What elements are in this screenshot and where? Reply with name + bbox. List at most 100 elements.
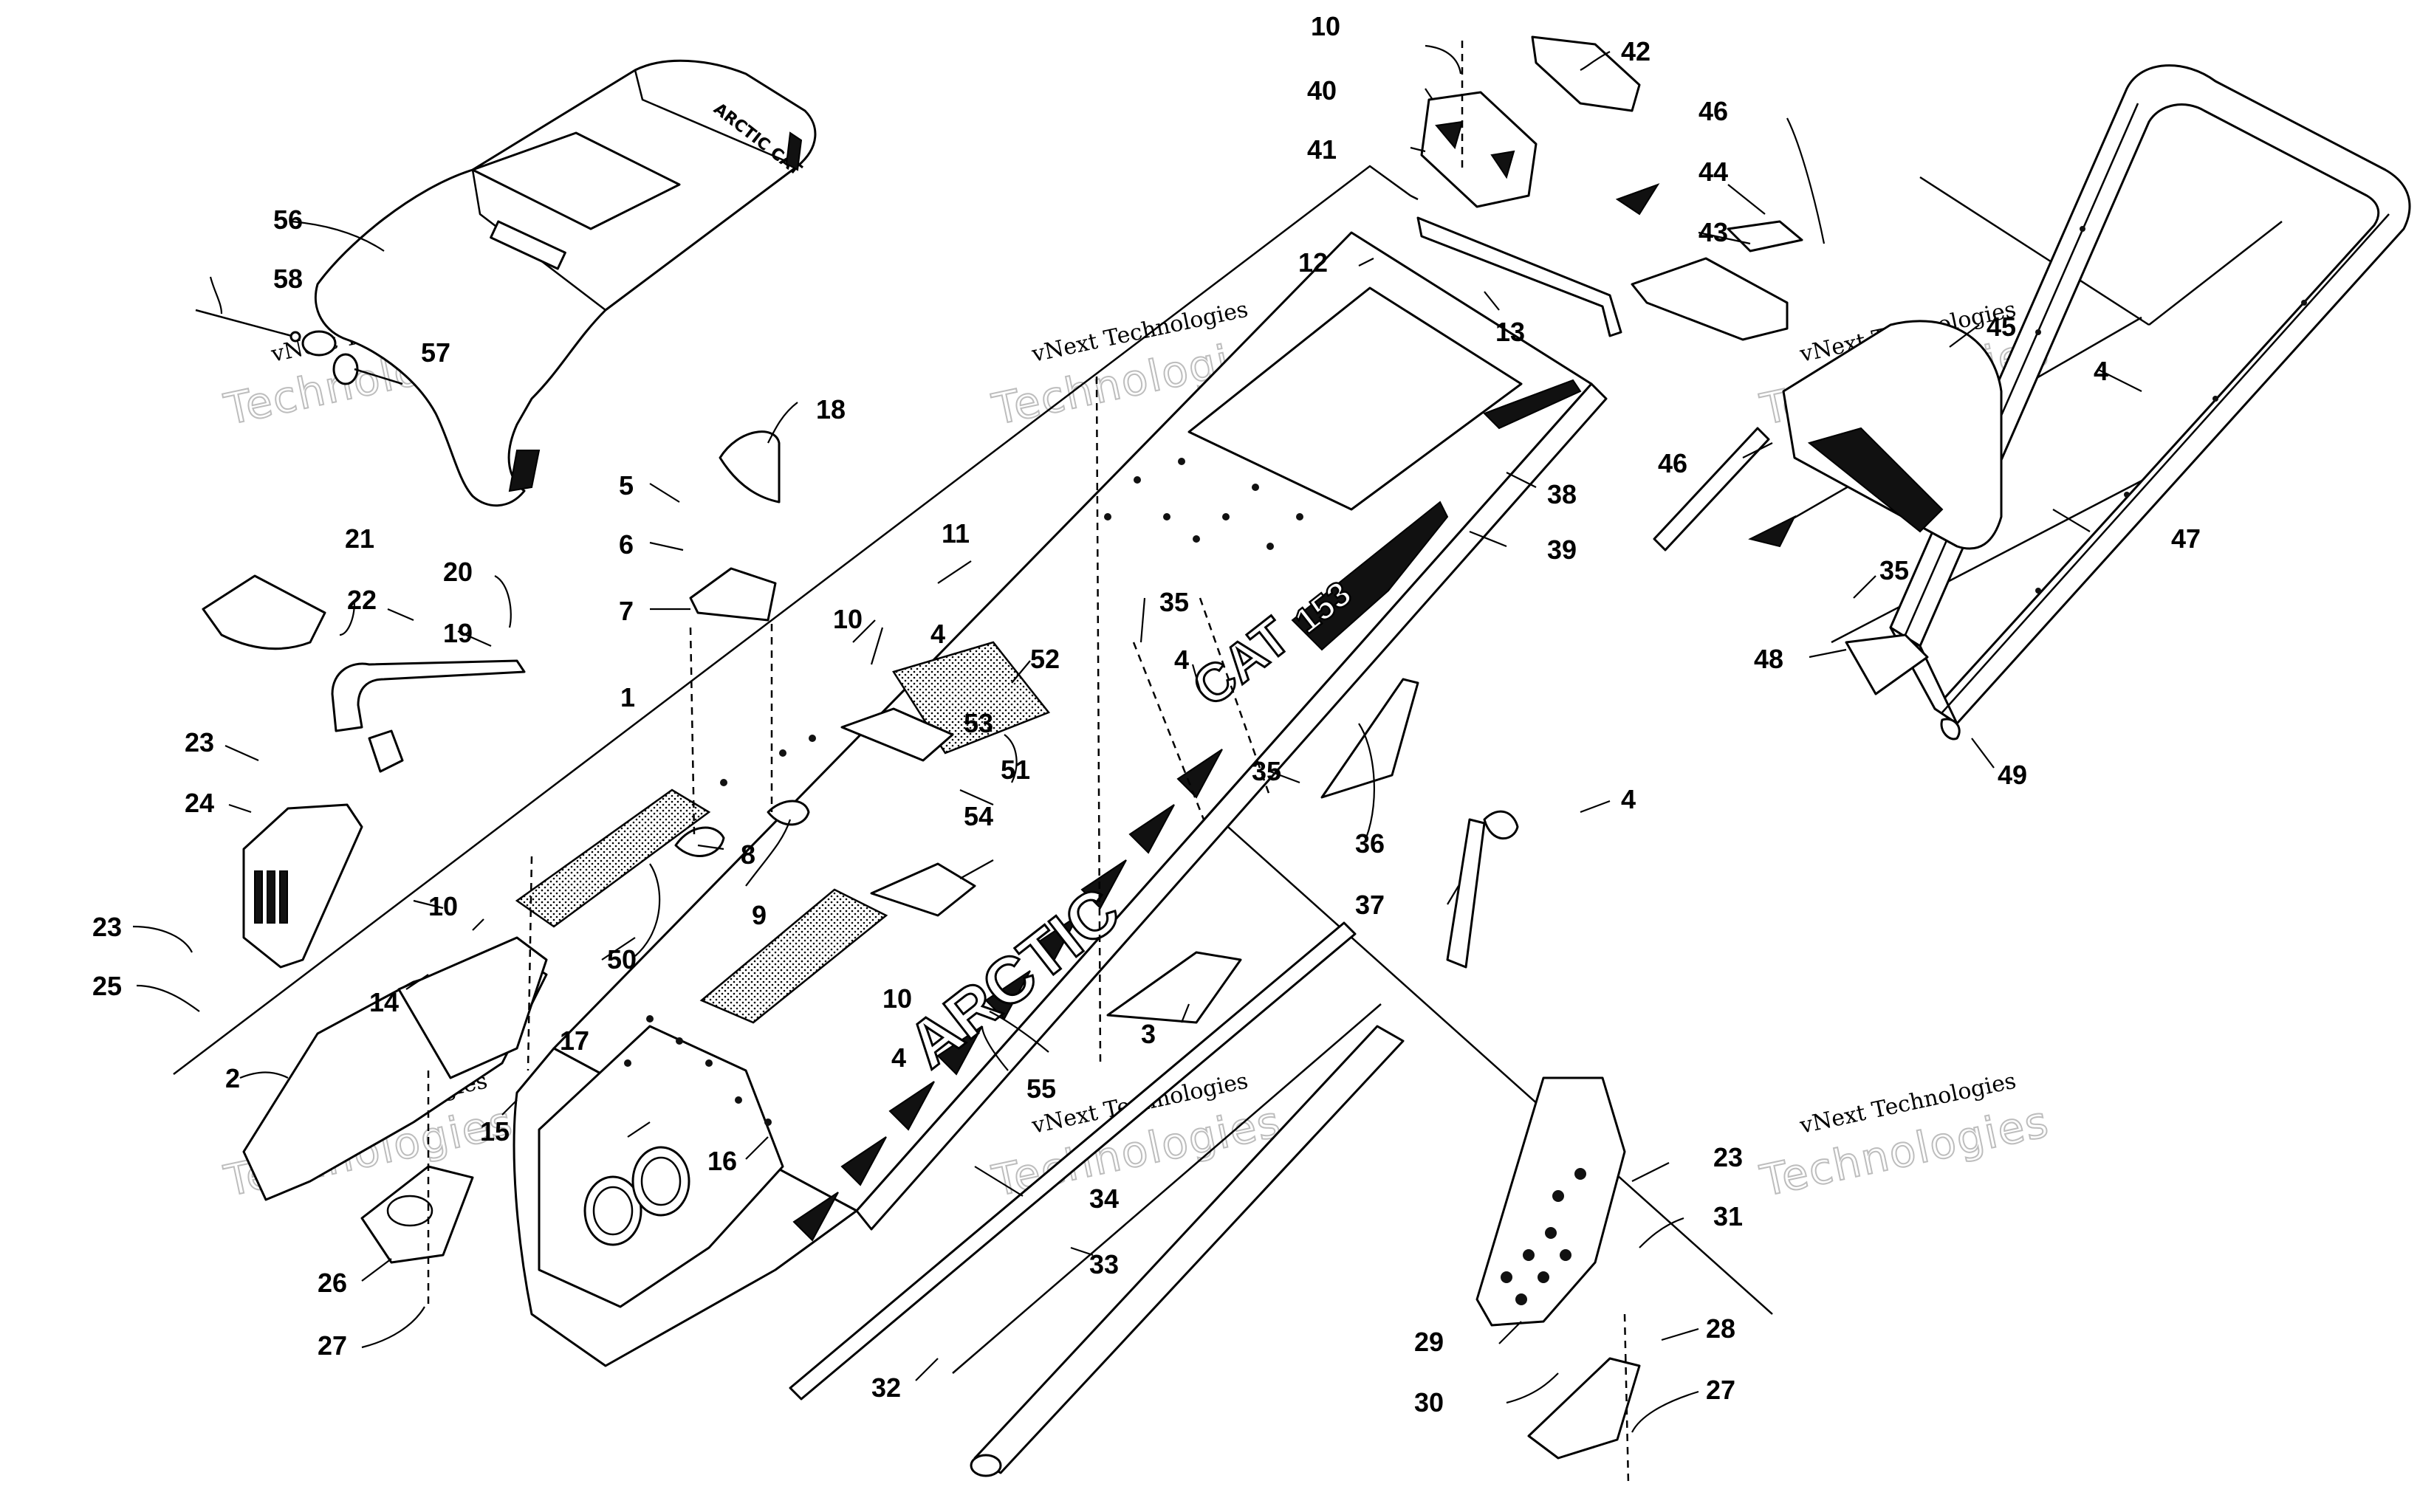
callout-49: 49 <box>1998 760 2027 790</box>
callout-39: 39 <box>1547 535 1577 565</box>
callout-35: 35 <box>1159 587 1189 617</box>
callout-14: 14 <box>369 987 399 1017</box>
callout-20: 20 <box>443 557 473 587</box>
callout-4: 4 <box>2094 356 2108 386</box>
callout-27: 27 <box>1706 1375 1735 1405</box>
pad-left-rear <box>699 888 888 1024</box>
callout-13: 13 <box>1495 317 1525 347</box>
front-brackets <box>202 574 548 1264</box>
leader-lines <box>132 44 2142 1433</box>
callout-18: 18 <box>816 394 846 425</box>
hitch-plate-44 <box>1727 220 1803 252</box>
callout-54: 54 <box>964 801 993 831</box>
callout-4: 4 <box>1621 784 1636 814</box>
callout-5: 5 <box>619 470 634 501</box>
callout-9: 9 <box>752 900 767 930</box>
callout-15: 15 <box>480 1116 510 1147</box>
seat-knob <box>332 353 359 385</box>
seat-strap <box>508 450 541 492</box>
plate-26 <box>360 1165 474 1264</box>
callout-44: 44 <box>1699 157 1728 187</box>
callout-3: 3 <box>1141 1019 1156 1049</box>
snowflap-strip-46 <box>1653 427 1770 551</box>
seat-cushion <box>314 59 817 507</box>
callout-35: 35 <box>1879 555 1909 585</box>
bracket-7 <box>689 567 777 622</box>
callout-53: 53 <box>964 708 993 738</box>
callout-10: 10 <box>428 891 458 921</box>
footrest-holes <box>1501 1168 1586 1305</box>
callout-40: 40 <box>1307 75 1337 106</box>
bracket-18 <box>719 430 781 504</box>
bracket-3 <box>1106 951 1242 1024</box>
tunnel-right-rail <box>855 382 1608 1231</box>
callout-22: 22 <box>347 585 377 615</box>
callout-42: 42 <box>1621 36 1651 66</box>
rail-34 <box>789 921 1357 1401</box>
callout-23: 23 <box>92 912 122 942</box>
bracket-54 <box>870 862 976 917</box>
callout-26: 26 <box>318 1268 347 1298</box>
callout-56: 56 <box>273 205 303 235</box>
bracket-49 <box>1940 718 1961 740</box>
arrow-marker <box>1615 183 1660 216</box>
running-board-parts <box>789 678 1519 1477</box>
callout-35: 35 <box>1252 756 1281 786</box>
callout-51: 51 <box>1001 755 1030 785</box>
snowflap-assembly <box>1615 183 2003 551</box>
callout-47: 47 <box>2171 523 2201 554</box>
tunnel-side-cutouts <box>792 749 1223 1242</box>
callout-45: 45 <box>1987 312 2016 342</box>
callout-4: 4 <box>891 1042 906 1073</box>
footrest-assembly <box>1475 1076 1641 1460</box>
bracket-9 <box>767 800 810 826</box>
bracket-24 <box>242 803 363 969</box>
callout-33: 33 <box>1089 1249 1119 1279</box>
callout-11: 11 <box>942 518 970 549</box>
fastener-lines <box>427 41 1630 1485</box>
callout-46: 46 <box>1699 96 1728 126</box>
callout-31: 31 <box>1713 1201 1743 1231</box>
callout-27: 27 <box>318 1330 347 1361</box>
callout-32: 32 <box>871 1372 901 1403</box>
seat-pin-58 <box>195 309 292 337</box>
callout-57: 57 <box>421 337 450 368</box>
callout-10: 10 <box>833 604 863 634</box>
callout-21: 21 <box>345 523 374 554</box>
tunnel-rear-window <box>1187 286 1523 511</box>
callout-4: 4 <box>1174 645 1189 675</box>
disc-part <box>1483 810 1519 840</box>
decal-stripe-38 <box>1483 379 1582 430</box>
callout-36: 36 <box>1355 828 1385 859</box>
cover-21 <box>202 574 326 650</box>
callout-25: 25 <box>92 971 122 1001</box>
callout-2: 2 <box>225 1063 240 1093</box>
callout-7: 7 <box>619 596 634 626</box>
callout-37: 37 <box>1355 890 1385 920</box>
seat-top-panel <box>471 131 681 230</box>
callout-58: 58 <box>273 264 303 294</box>
bracket-51 <box>840 707 954 762</box>
callout-41: 41 <box>1307 134 1337 165</box>
bracket-24-slots <box>254 870 288 924</box>
bracket-48 <box>1845 633 1929 695</box>
callout-38: 38 <box>1547 479 1577 509</box>
handle-19 <box>331 659 526 732</box>
callout-28: 28 <box>1706 1313 1735 1344</box>
arrow-marker <box>1748 515 1797 548</box>
callout-17: 17 <box>560 1025 589 1056</box>
callout-43: 43 <box>1699 217 1728 247</box>
callout-16: 16 <box>707 1146 737 1176</box>
seat-fasteners <box>195 309 403 385</box>
bracket-8 <box>674 826 725 857</box>
callout-10: 10 <box>882 983 912 1014</box>
callout-24: 24 <box>185 788 214 818</box>
bracket-13 <box>1416 216 1622 337</box>
bracket-40 <box>1420 91 1538 208</box>
callout-46: 46 <box>1658 448 1687 478</box>
callout-50: 50 <box>607 944 637 975</box>
callout-34: 34 <box>1089 1183 1119 1214</box>
hitch-43 <box>1631 257 1789 341</box>
pad-left-front <box>515 788 711 928</box>
